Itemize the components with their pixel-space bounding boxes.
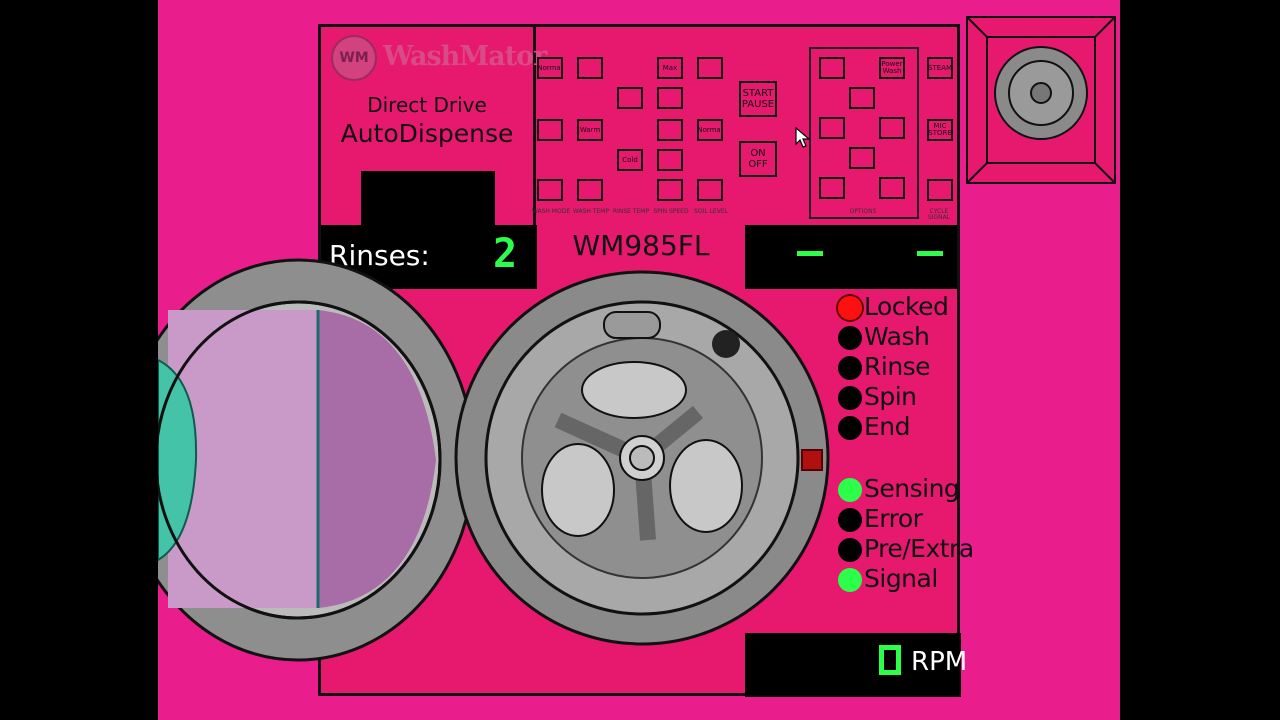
label-wash-temp: WASH TEMP — [572, 208, 610, 215]
mouse-cursor-icon — [795, 127, 811, 148]
light-end: End — [834, 412, 964, 444]
option-button-5[interactable] — [879, 117, 905, 139]
brand-panel: WM WashMator Direct Drive AutoDispense — [321, 27, 547, 225]
locked-led — [838, 296, 862, 320]
pre-extra-led — [838, 538, 862, 562]
soil-level-button-1[interactable] — [697, 57, 723, 79]
light-signal: Signal — [834, 564, 964, 596]
spin-speed-button-4[interactable] — [657, 149, 683, 171]
wash-mode-button-1[interactable]: Normal — [537, 57, 563, 79]
option-button-4[interactable] — [819, 117, 845, 139]
cycle-signal-button[interactable] — [927, 179, 953, 201]
label-options: OPTIONS — [849, 208, 877, 215]
light-label-error: Error — [864, 504, 923, 533]
washer-drum — [454, 270, 830, 646]
control-panel: Normal Warm Cold Max Normal START PAUSE … — [531, 27, 957, 225]
label-cycle-signal: CYCLE SIGNAL — [927, 208, 951, 221]
light-label-signal: Signal — [864, 564, 938, 593]
wash-temp-button-warm[interactable]: Warm — [577, 119, 603, 141]
wash-mode-button-3[interactable] — [537, 179, 563, 201]
option-button-3[interactable] — [849, 87, 875, 109]
door-lock-indicator — [801, 449, 823, 471]
spin-speed-button-2[interactable] — [657, 87, 683, 109]
dryer-thumbnail[interactable] — [965, 15, 1117, 185]
error-led — [838, 508, 862, 532]
signal-led — [838, 568, 862, 592]
spin-speed-button-3[interactable] — [657, 119, 683, 141]
light-label-wash: Wash — [864, 322, 930, 351]
game-stage: WM WashMator Direct Drive AutoDispense N… — [158, 0, 1120, 720]
brand-tagline-2: AutoDispense — [340, 119, 514, 148]
brand-name: WashMator — [383, 41, 547, 72]
rinse-temp-button-1[interactable] — [617, 87, 643, 109]
light-error: Error — [834, 504, 964, 536]
rinses-value: 2 — [493, 231, 518, 277]
soil-level-button-3[interactable] — [697, 179, 723, 201]
light-spin: Spin — [834, 382, 964, 414]
option-button-power-wash[interactable]: Power Wash — [879, 57, 905, 79]
light-label-end: End — [864, 412, 911, 441]
spin-led — [838, 386, 862, 410]
light-sensing: Sensing — [834, 474, 964, 506]
light-label-pre-extra: Pre/Extra — [864, 534, 974, 563]
spin-speed-button-max[interactable]: Max — [657, 57, 683, 79]
drum-and-door — [158, 258, 830, 662]
light-label-spin: Spin — [864, 382, 917, 411]
time-display — [745, 225, 957, 289]
rinse-temp-button-cold[interactable]: Cold — [617, 149, 643, 171]
light-rinse: Rinse — [834, 352, 964, 384]
rpm-label: RPM — [911, 647, 968, 677]
options-group: Power Wash — [809, 47, 919, 219]
wash-temp-button-1[interactable] — [577, 57, 603, 79]
option-button-6[interactable] — [849, 147, 875, 169]
wash-temp-button-3[interactable] — [577, 179, 603, 201]
label-wash-mode: WASH MODE — [531, 208, 571, 215]
light-locked: Locked — [834, 292, 964, 324]
light-wash: Wash — [834, 322, 964, 354]
time-dash-2 — [917, 251, 943, 256]
label-rinse-temp: RINSE TEMP — [612, 208, 650, 215]
light-label-locked: Locked — [864, 292, 949, 321]
option-button-7[interactable] — [819, 177, 845, 199]
open-door[interactable] — [158, 258, 476, 662]
label-spin-speed: SPIN SPEED — [653, 208, 689, 215]
light-label-rinse: Rinse — [864, 352, 931, 381]
option-button-1[interactable] — [819, 57, 845, 79]
soil-level-button-normal[interactable]: Normal — [697, 119, 723, 141]
start-pause-button[interactable]: START PAUSE — [739, 81, 777, 117]
brand-tagline-1: Direct Drive — [367, 93, 487, 117]
sensing-led — [838, 478, 862, 502]
rpm-value: 0 — [879, 645, 901, 675]
wash-mode-button-2[interactable] — [537, 119, 563, 141]
spin-speed-button-5[interactable] — [657, 179, 683, 201]
power-button[interactable]: ON OFF — [739, 141, 777, 177]
time-dash-1 — [797, 251, 823, 256]
brand-logo: WM — [331, 35, 377, 81]
light-label-sensing: Sensing — [864, 474, 960, 503]
rinse-led — [838, 356, 862, 380]
model-number: WM985FL — [572, 229, 710, 262]
option-button-8[interactable] — [879, 177, 905, 199]
label-soil-level: SOIL LEVEL — [694, 208, 728, 215]
mic-store-button[interactable]: MIC STORE — [927, 119, 953, 141]
light-pre-extra: Pre/Extra — [834, 534, 974, 566]
wash-led — [838, 326, 862, 350]
end-led — [838, 416, 862, 440]
steam-button[interactable]: STEAM — [927, 57, 953, 79]
detergent-drawer[interactable] — [361, 171, 495, 225]
rpm-display: 0 RPM — [745, 633, 967, 697]
